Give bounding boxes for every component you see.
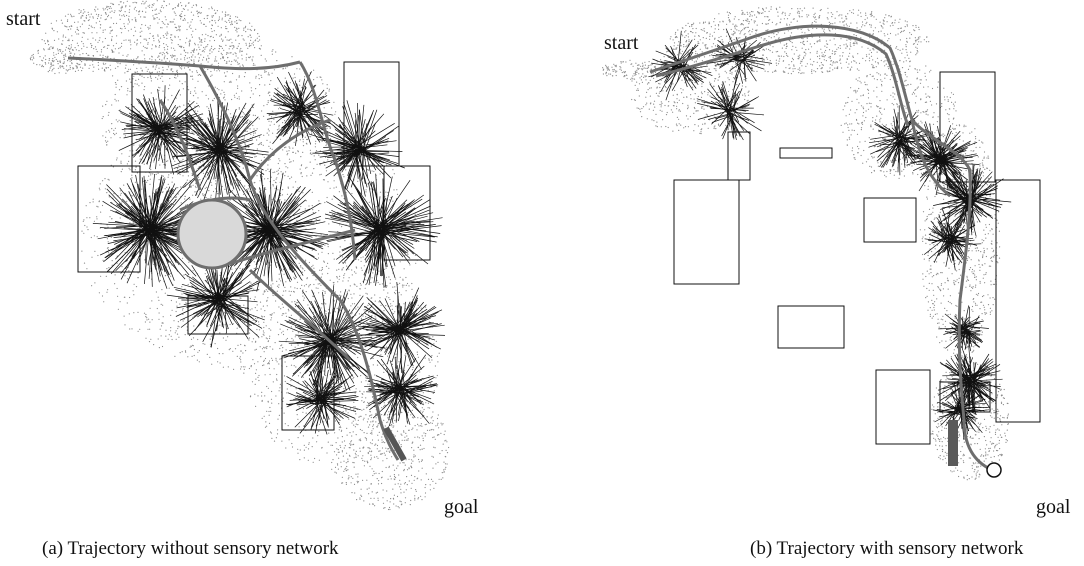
panel-with-sensory-network: start goal (b) Trajectory with sensory n… (540, 0, 1084, 566)
trajectory-plot-a (0, 0, 540, 520)
caption: (b) Trajectory with sensory network (750, 538, 1023, 560)
obstacle (996, 180, 1040, 422)
goal-label: goal (1036, 496, 1070, 519)
panel-without-sensory-network: start goal (a) Trajectory without sensor… (0, 0, 540, 566)
start-label: start (6, 8, 40, 31)
obstacle (778, 306, 844, 348)
caption: (a) Trajectory without sensory network (42, 538, 339, 560)
obstacles (674, 72, 1040, 444)
obstacle (876, 370, 930, 444)
obstacle (728, 132, 750, 180)
goal-corridor (948, 420, 958, 466)
goal-marker (987, 463, 1001, 477)
obstacle (864, 198, 916, 242)
goal-label: goal (444, 496, 478, 519)
obstacle (780, 148, 832, 158)
start-label: start (604, 32, 638, 55)
obstacle (674, 180, 739, 284)
loop-region (178, 200, 246, 268)
collision-avoidance-strokes (648, 29, 1011, 440)
trajectory-plot-b (540, 0, 1084, 520)
